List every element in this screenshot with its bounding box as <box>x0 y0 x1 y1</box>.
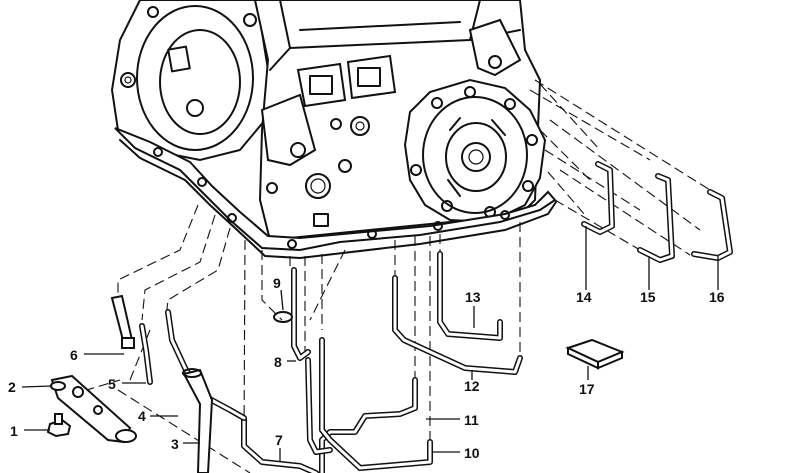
assembly-guide-lines <box>69 79 711 473</box>
pipe-11 <box>319 377 418 473</box>
hose-6 <box>110 294 135 349</box>
pipe-13 <box>437 251 503 341</box>
bolt-1 <box>46 413 72 438</box>
pipe-14 <box>581 161 615 235</box>
callout-13: 13 <box>465 289 481 305</box>
callout-4: 4 <box>138 408 146 424</box>
callout-11: 11 <box>464 412 479 428</box>
callout-12: 12 <box>464 378 480 394</box>
pipe-7 <box>241 417 319 473</box>
o-ring-9 <box>273 311 293 323</box>
part-17-box <box>565 338 625 370</box>
pipe-16 <box>691 189 733 261</box>
callout-9: 9 <box>273 275 281 291</box>
dipstick-tube-3 <box>182 368 214 473</box>
callout-8: 8 <box>274 354 282 370</box>
callout-5: 5 <box>108 376 116 392</box>
callout-16: 16 <box>709 289 725 305</box>
callout-leaders <box>21 226 719 462</box>
callout-2: 2 <box>8 379 16 395</box>
callout-17: 17 <box>579 381 595 397</box>
transmission-housing <box>110 0 557 259</box>
pipe-12 <box>392 275 523 375</box>
pipe-5 <box>139 323 153 385</box>
pipe-15 <box>637 173 675 263</box>
callout-14: 14 <box>576 289 592 305</box>
callout-10: 10 <box>464 445 480 461</box>
callout-6: 6 <box>70 347 78 363</box>
callout-3: 3 <box>171 436 179 452</box>
callout-7: 7 <box>275 432 283 448</box>
callout-15: 15 <box>640 289 656 305</box>
callout-1: 1 <box>10 423 18 439</box>
pipe-8 <box>291 267 333 455</box>
callout-labels: 1 2 3 4 5 6 7 8 9 10 11 12 13 14 15 16 1… <box>8 275 725 461</box>
bracket-2 <box>50 374 137 444</box>
pipe-10 <box>319 337 433 471</box>
